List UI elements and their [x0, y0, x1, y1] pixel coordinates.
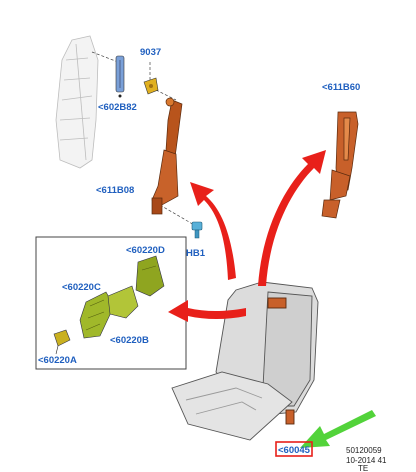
part-60220B: [107, 285, 139, 319]
arrow-icon: [300, 410, 376, 448]
pillar-trim: [55, 35, 99, 169]
suffix-code: TE: [358, 464, 368, 472]
label-60220D[interactable]: <60220D: [126, 245, 165, 256]
label-9037[interactable]: 9037: [140, 47, 161, 58]
label-60220C[interactable]: <60220C: [62, 282, 101, 293]
belt-guide-9037: [143, 77, 159, 95]
part-60220A: [53, 329, 71, 355]
rear-seat: [171, 281, 319, 441]
label-602B82[interactable]: <602B82: [98, 102, 137, 113]
date-code: 10-2014 41: [346, 456, 387, 465]
arrow-icon: [168, 150, 326, 322]
bolt-icon: [191, 221, 203, 239]
rear-belt-assembly: [321, 111, 359, 219]
leader-lines: [91, 51, 197, 227]
front-belt-assembly: [151, 97, 183, 215]
ref-number: 50120059: [346, 446, 382, 455]
label-611B60[interactable]: <611B60: [322, 82, 360, 93]
highlight-box-60045: [275, 441, 313, 457]
part-60220C: [79, 291, 115, 339]
part-60220D: [135, 255, 165, 297]
height-adjuster: [115, 55, 125, 98]
label-60220B[interactable]: <60220B: [110, 335, 149, 346]
label-60045[interactable]: <60045: [278, 445, 311, 456]
label-60220A[interactable]: <60220A: [38, 355, 77, 366]
label-611B08[interactable]: <611B08: [96, 185, 134, 196]
label-HB1[interactable]: HB1: [186, 248, 206, 259]
